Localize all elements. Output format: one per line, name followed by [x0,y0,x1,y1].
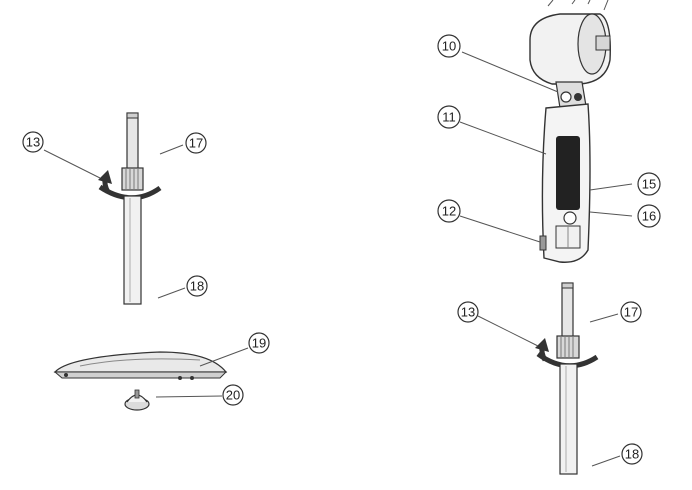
callout-20-label: 20 [226,388,240,403]
callout-15-label: 15 [642,177,656,192]
callout-18-right: 18 [621,443,643,465]
lower-pole-tube-right [559,363,578,475]
callout-10-label: 10 [442,39,456,54]
callout-17-left: 17 [185,132,207,154]
callout-13-left: 13 [22,131,44,153]
callout-12-label: 12 [442,204,456,219]
callout-11-label: 11 [442,110,456,125]
callout-18-left: 18 [186,275,208,297]
callout-19: 19 [248,332,270,354]
left-pole-assembly [98,112,162,305]
callout-20: 20 [222,384,244,406]
callout-10: 10 [437,34,461,58]
callout-18-right-label: 18 [625,447,639,462]
leader-lines [43,51,633,467]
base-foot [124,389,150,411]
upper-pole-tube [126,112,139,176]
callout-17-right-label: 17 [624,305,638,320]
grip-panel [556,136,580,210]
clamp-collar-right [556,335,580,359]
callout-12: 12 [437,199,461,223]
callout-18-left-label: 18 [190,279,204,294]
right-pole-assembly [535,282,599,475]
callout-16-label: 16 [642,209,656,224]
callout-11: 11 [437,105,461,129]
callout-15: 15 [637,172,661,196]
callout-16: 16 [637,204,661,228]
clamp-collar [121,167,144,191]
callout-17-left-label: 17 [189,136,203,151]
callout-19-label: 19 [252,336,266,351]
handle-body [539,103,591,263]
control-knob [563,211,577,225]
upper-pole-tube-right [561,282,574,344]
callout-17-right: 17 [620,301,642,323]
callout-13-right: 13 [457,301,479,323]
motor-housing [529,0,611,109]
base-plate [53,351,228,380]
lower-pole-tube [123,195,142,305]
callout-13-left-label: 13 [26,135,40,150]
callout-13-right-label: 13 [461,305,475,320]
